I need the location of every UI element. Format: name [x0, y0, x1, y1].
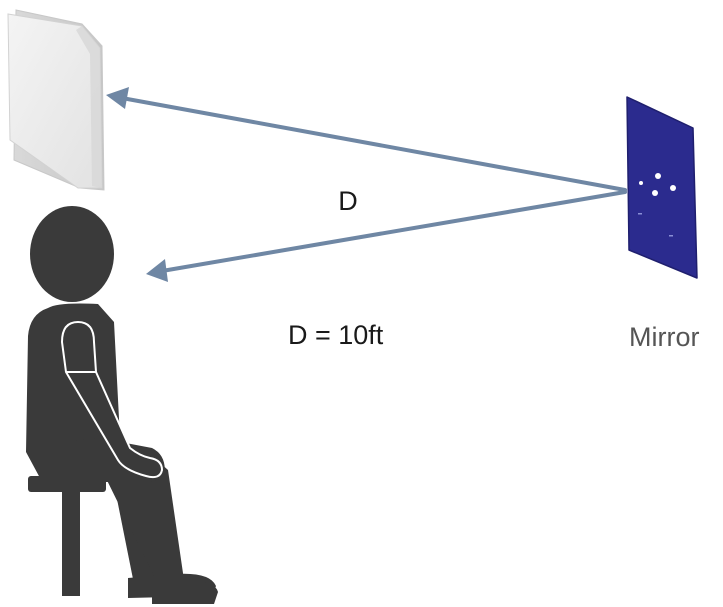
- distance-label: D: [338, 186, 358, 216]
- distance-value-label: D = 10ft: [288, 320, 384, 350]
- eye-chart-icon: [7, 9, 105, 191]
- mirror-label: Mirror: [629, 322, 699, 352]
- arrow-to-person: [146, 190, 627, 282]
- mirror-dot: [670, 185, 676, 191]
- arrow-to-chart: [106, 87, 627, 192]
- mirror-dot: [639, 181, 643, 185]
- mirror-dot: [652, 190, 658, 196]
- mirror-dot: [655, 173, 661, 179]
- mirror-mark: [638, 213, 642, 215]
- mirror-mark: [669, 235, 673, 237]
- mirror-icon: [626, 96, 698, 279]
- seated-person-icon: [26, 206, 218, 604]
